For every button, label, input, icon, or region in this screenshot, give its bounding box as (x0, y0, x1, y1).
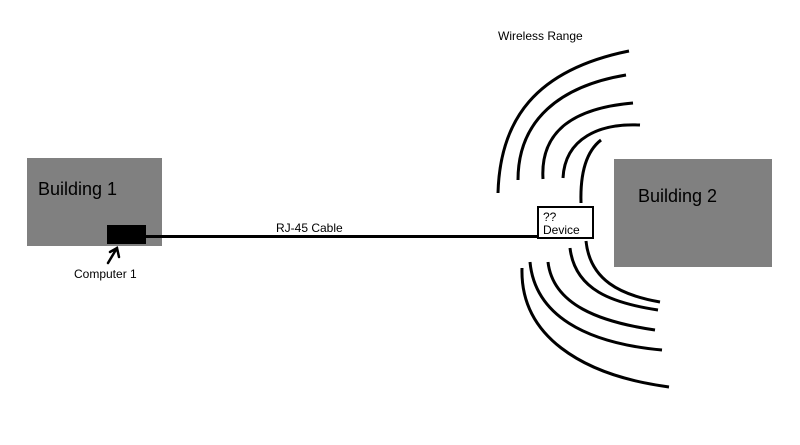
computer-1-label: Computer 1 (74, 267, 137, 281)
building-2: Building 2 (614, 159, 772, 267)
wireless-arc-lower-3 (546, 261, 656, 332)
unknown-device-box: ?? Device (537, 206, 594, 239)
wireless-arc-lower-5 (584, 240, 661, 304)
computer-1-box (107, 225, 146, 244)
wireless-arc-lower-1 (520, 267, 670, 389)
building-1: Building 1 (27, 158, 162, 246)
device-line-1: ?? (543, 210, 557, 224)
wireless-arc-upper-5 (579, 138, 602, 204)
wireless-arc-lower-2 (528, 261, 663, 352)
building-1-label: Building 1 (38, 179, 118, 199)
rj45-cable-line (146, 235, 537, 238)
wireless-range-label: Wireless Range (498, 29, 583, 43)
wireless-arc-upper-3 (541, 101, 634, 180)
computer-pointer-arrow (106, 246, 121, 265)
wireless-arc-lower-4 (568, 247, 659, 312)
rj45-cable-label: RJ-45 Cable (276, 221, 343, 235)
building-2-label: Building 2 (638, 186, 718, 206)
wireless-arc-upper-4 (561, 123, 641, 179)
wireless-arc-upper-1 (496, 49, 630, 194)
device-line-2: Device (543, 223, 580, 237)
wireless-arc-upper-2 (516, 73, 627, 181)
